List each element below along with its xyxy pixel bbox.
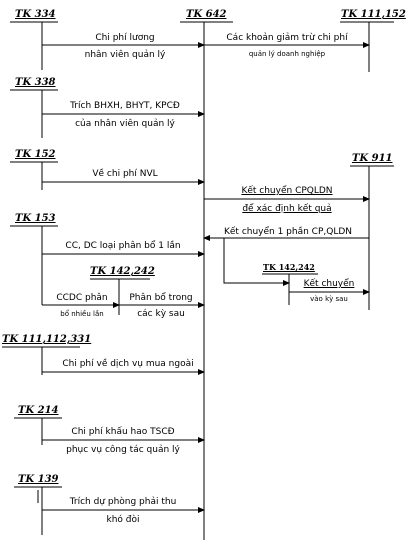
label-tools-once: CC, DC loại phân bổ 1 lần — [65, 241, 181, 251]
label-partial-transfer: Kết chuyển 1 phần CP,QLDN — [223, 227, 353, 237]
label-services: Chi phí về dịch vụ mua ngoài — [62, 359, 194, 369]
label-insurance-line1: Trích BHXH, BHYT, KPCĐ — [70, 101, 180, 111]
arrow-to-tk142-b — [223, 238, 290, 286]
label-provision-line2: khó đòi — [106, 515, 140, 525]
label-transfer-later-line1: Kết chuyển — [303, 279, 355, 289]
label-allocate-line1: Phân bổ trong — [129, 293, 193, 303]
account-tk111-152: TK 111,152 — [341, 9, 406, 20]
account-tk142-242-b: TK 142,242 — [263, 262, 315, 272]
account-tk214: TK 214 — [18, 405, 59, 416]
label-materials: Về chi phí NVL — [92, 169, 158, 179]
label-transfer-line2: để xác định kết quả — [242, 204, 332, 214]
account-tk139: TK 139 — [18, 474, 59, 485]
account-tk338: TK 338 — [15, 77, 56, 88]
account-tk642: TK 642 — [186, 9, 227, 20]
label-salary-line1: Chi phí lương — [95, 33, 155, 43]
account-tk111-112-331: TK 111,112,331 — [2, 334, 92, 345]
label-tools-multi-line1: CCDC phân — [56, 293, 108, 303]
account-tk911: TK 911 — [352, 153, 393, 164]
account-tk334: TK 334 — [15, 9, 56, 20]
label-reduce-line1: Các khoản giảm trừ chi phí — [226, 33, 348, 43]
label-depreciation-line2: phục vụ công tác quản lý — [66, 445, 180, 455]
account-tk142-242-a: TK 142,242 — [90, 266, 155, 277]
account-tk153: TK 153 — [15, 213, 56, 224]
account-tk152: TK 152 — [15, 149, 56, 160]
label-reduce-line2: quản lý doanh nghiệp — [248, 50, 326, 58]
label-transfer-later-line2: vào kỳ sau — [310, 295, 348, 303]
label-provision-line1: Trích dự phòng phải thu — [69, 497, 177, 507]
label-salary-line2: nhân viên quản lý — [84, 50, 166, 60]
label-transfer-line1: Kết chuyển CPQLDN — [241, 186, 333, 196]
label-depreciation-line1: Chi phí khấu hao TSCĐ — [71, 427, 175, 437]
label-tools-multi-line2: bổ nhiều lần — [60, 310, 104, 318]
label-allocate-line2: các kỳ sau — [137, 309, 185, 319]
label-insurance-line2: của nhân viên quản lý — [75, 119, 175, 129]
